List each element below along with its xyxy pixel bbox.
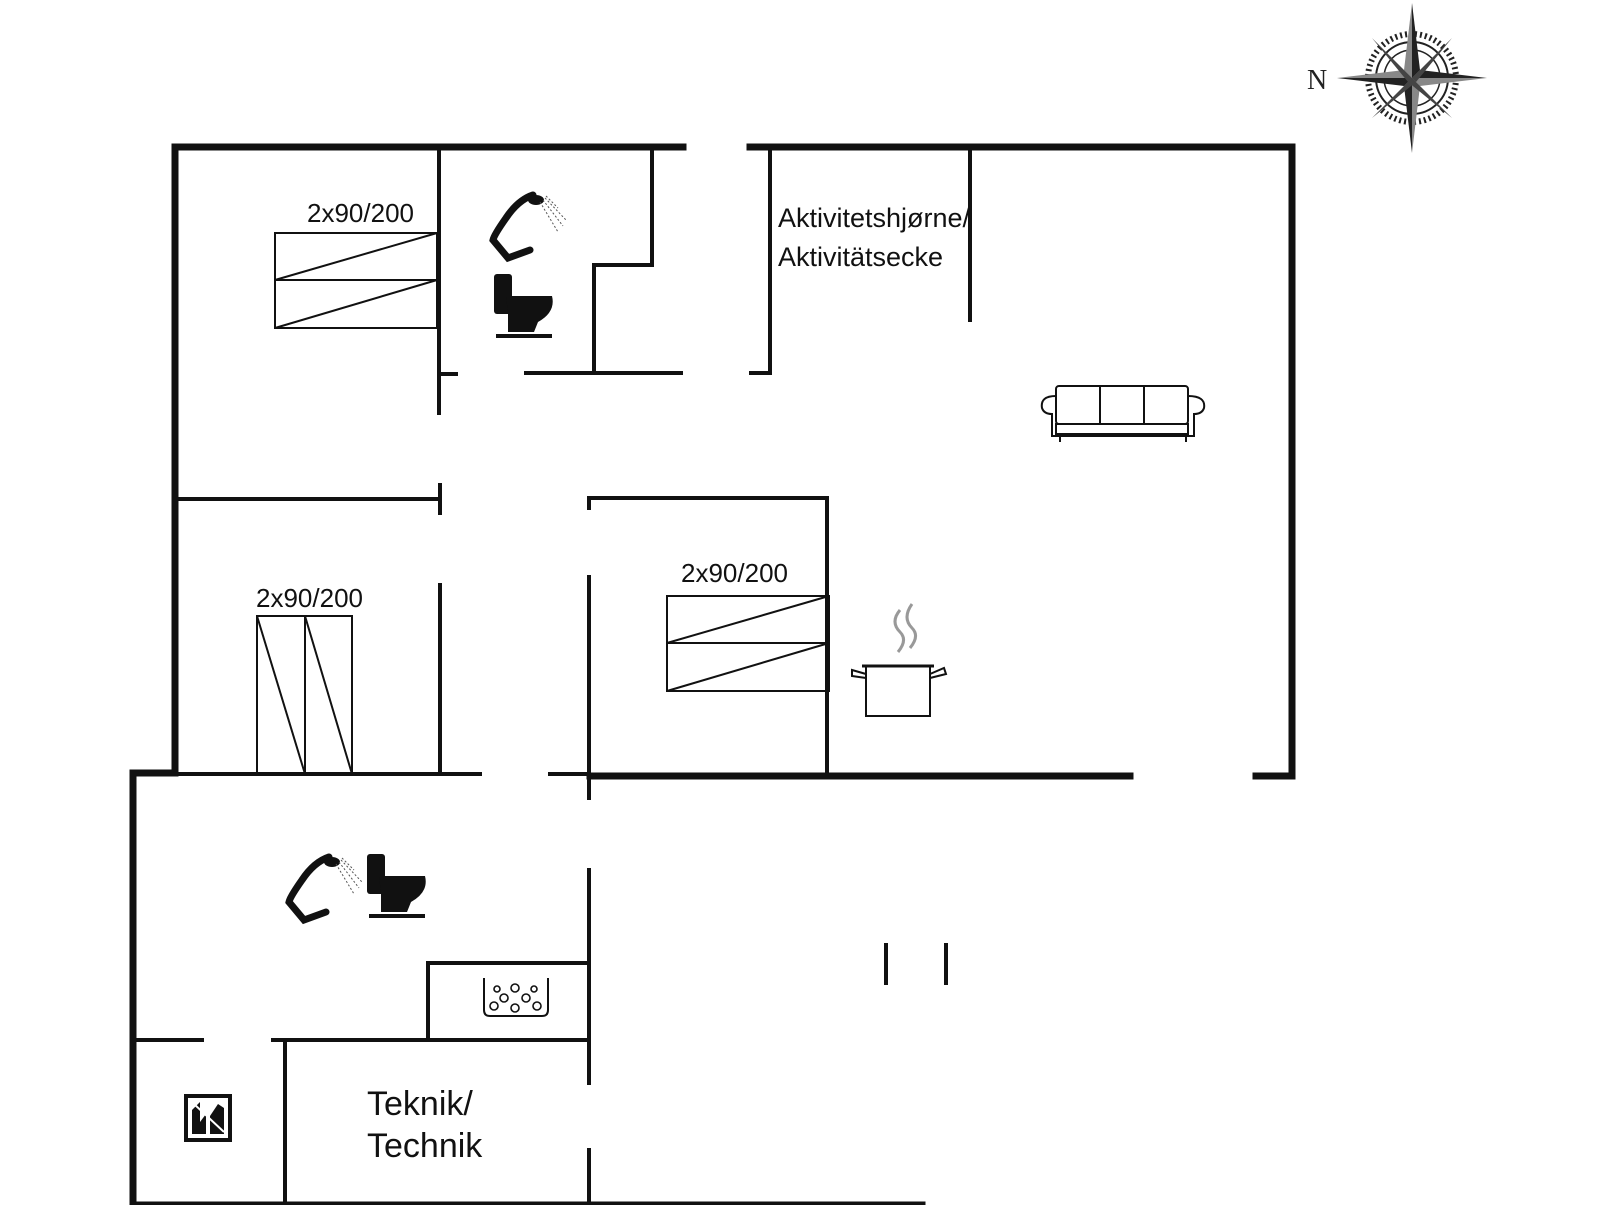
sofa-icon [1040, 385, 1206, 442]
washing-machine-icon [184, 1094, 232, 1142]
toilet-icon [367, 854, 426, 918]
bed-middle-left-label: 2x90/200 [256, 583, 363, 613]
bed-center [666, 595, 830, 692]
shower-icon [285, 853, 363, 925]
shower-icon [489, 191, 567, 263]
bed-center-label: 2x90/200 [681, 558, 788, 588]
bed-top-left-label: 2x90/200 [307, 198, 414, 228]
activity-corner-label-1: Aktivitetshjørne/ [778, 203, 971, 233]
cooking-pot-icon [851, 603, 948, 717]
bed-middle-left [256, 615, 353, 775]
activity-corner-label-2: Aktivitätsecke [778, 242, 943, 272]
technik-label-1: Teknik/ [367, 1085, 473, 1123]
whirlpool-icon [483, 978, 549, 1017]
technik-label-2: Technik [367, 1127, 483, 1165]
outer-walls [129, 143, 1296, 1205]
toilet-icon [494, 274, 553, 338]
compass-north-label: N [1307, 65, 1327, 96]
bed-top-left [274, 232, 438, 329]
compass-rose-icon [1337, 3, 1487, 153]
